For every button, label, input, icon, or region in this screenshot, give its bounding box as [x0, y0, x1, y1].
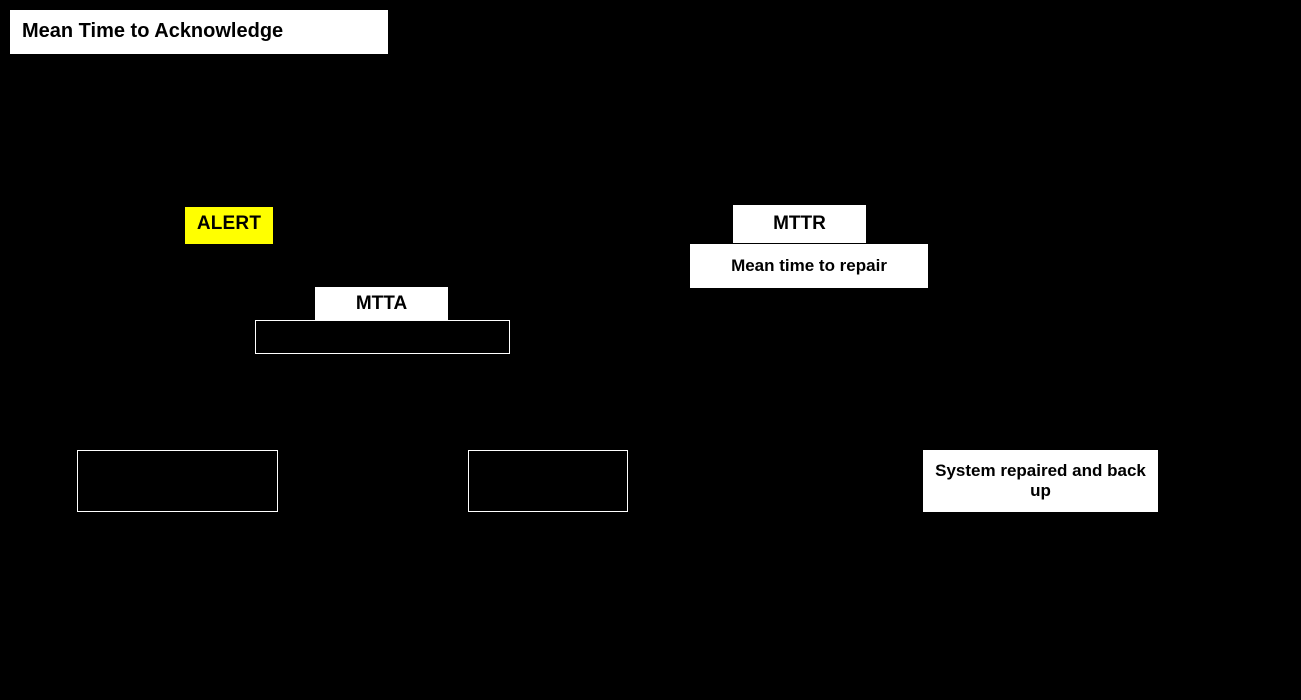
metric-description-mttr: Mean time to repair	[690, 244, 928, 288]
metric-label-mtta: MTTA	[315, 287, 448, 321]
metric-label-mttr: MTTR	[733, 205, 866, 243]
alert-node: ALERT	[185, 207, 273, 244]
timeline-step-1	[77, 450, 278, 512]
metric-description-mtta	[255, 320, 510, 354]
timeline-step-2	[468, 450, 628, 512]
page-title: Mean Time to Acknowledge	[10, 10, 388, 54]
alert-node-label: ALERT	[196, 213, 262, 234]
timeline-step-3: System repaired and back up	[923, 450, 1158, 512]
